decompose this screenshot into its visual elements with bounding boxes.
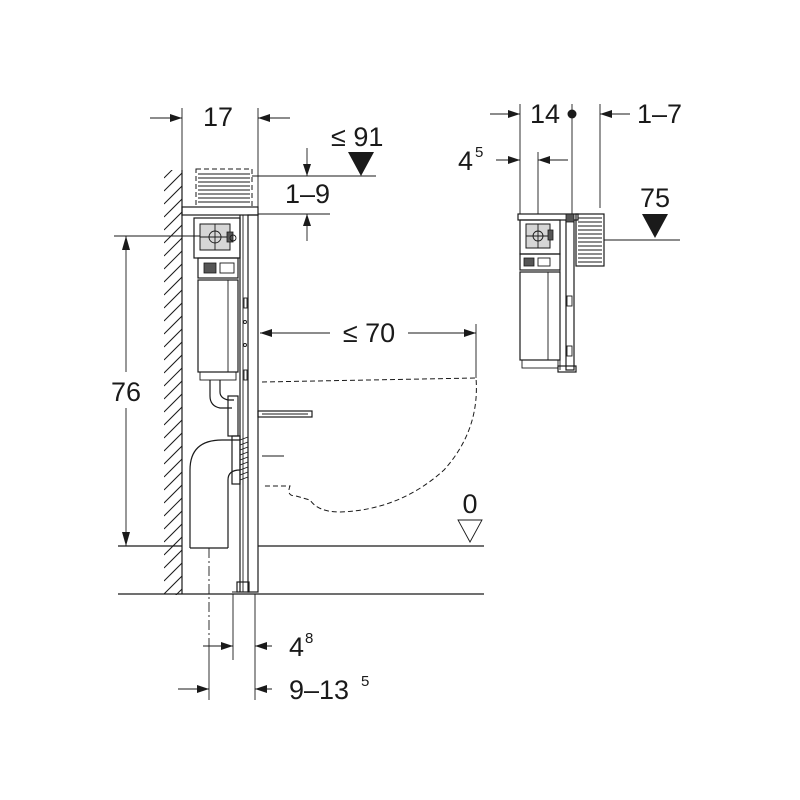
- hatch-line: [164, 250, 182, 270]
- label-foot-offset: 4: [289, 632, 304, 662]
- label-foot-range: 9–13: [289, 675, 349, 705]
- seal-line: [239, 461, 249, 466]
- label-height-max: ≤ 91: [331, 122, 383, 152]
- seal-line: [239, 466, 249, 471]
- seal-line: [239, 456, 249, 461]
- hatch-line: [164, 615, 182, 633]
- label-frame-depth: 17: [203, 102, 233, 132]
- hatch-line: [164, 406, 182, 426]
- hatch-line: [175, 588, 182, 595]
- hatch-line: [164, 302, 182, 322]
- seal-line: [239, 446, 249, 451]
- installation-frame: [181, 168, 313, 593]
- label-side-offset-sup: 5: [475, 144, 483, 161]
- seal-line: [239, 451, 249, 456]
- dimension-side-offset: 4 5: [458, 144, 568, 214]
- hatch-line: [164, 393, 182, 413]
- hatch-line: [164, 510, 182, 530]
- hatch-line: [164, 315, 182, 335]
- dimension-frame-height: 76: [104, 235, 200, 546]
- hatch-line: [164, 172, 182, 192]
- hatch-line: [164, 602, 182, 620]
- dimension-floor-level: 0: [457, 489, 483, 543]
- hatch-line: [164, 328, 182, 348]
- label-frame-height: 76: [111, 377, 141, 407]
- hatch-line: [164, 471, 182, 491]
- hatch-line: [164, 484, 182, 504]
- hatch-line: [164, 185, 182, 205]
- hatch-line: [164, 341, 182, 361]
- dimension-side-depth: 14: [490, 99, 577, 214]
- hatch-line: [164, 380, 182, 400]
- hatch-line: [164, 237, 182, 257]
- dimension-height-max: ≤ 91: [252, 122, 383, 177]
- dimension-side-height: 75: [604, 183, 680, 241]
- hatch-line: [164, 224, 182, 244]
- hatch-line: [164, 432, 182, 452]
- hatch-line: [164, 419, 182, 439]
- hatch-line: [164, 562, 182, 582]
- dimension-foot-offset: 4 8: [203, 594, 313, 700]
- seal-line: [239, 471, 249, 476]
- label-floor-level: 0: [462, 489, 477, 519]
- side-view-frame: [517, 213, 605, 373]
- seal-line: [239, 436, 249, 441]
- label-side-height: 75: [640, 183, 670, 213]
- label-foot-range-sup: 5: [361, 673, 369, 690]
- hatch-line: [164, 276, 182, 296]
- dimension-bowl-projection: ≤ 70: [260, 318, 477, 378]
- hatch-line: [164, 289, 182, 309]
- label-height-adjust: 1–9: [285, 179, 330, 209]
- dimension-frame-depth: 17: [150, 102, 290, 207]
- wall-hatching: [164, 170, 183, 633]
- dimension-height-adjust: 1–9: [258, 179, 330, 241]
- label-bowl-projection: ≤ 70: [343, 318, 395, 348]
- hatch-line: [164, 211, 182, 231]
- dimension-side-adjust: 1–7: [599, 99, 682, 208]
- hatch-line: [164, 575, 182, 595]
- dimension-foot-range: 9–13 5: [178, 640, 369, 705]
- hatch-line: [164, 458, 182, 478]
- seal-line: [239, 476, 249, 481]
- label-side-adjust: 1–7: [637, 99, 682, 129]
- wc-bowl-outline: [261, 377, 477, 513]
- hatch-line: [164, 523, 182, 543]
- hatch-line: [164, 497, 182, 517]
- hatch-line: [164, 170, 173, 179]
- seal-line: [239, 441, 249, 446]
- label-side-offset: 4: [458, 146, 473, 176]
- hatch-line: [164, 263, 182, 283]
- label-foot-offset-sup: 8: [305, 630, 313, 647]
- label-side-depth: 14: [530, 99, 560, 129]
- hatch-line: [164, 549, 182, 569]
- hatch-line: [164, 445, 182, 465]
- hatch-line: [164, 198, 182, 218]
- hatch-line: [164, 367, 182, 387]
- hatch-line: [164, 354, 182, 374]
